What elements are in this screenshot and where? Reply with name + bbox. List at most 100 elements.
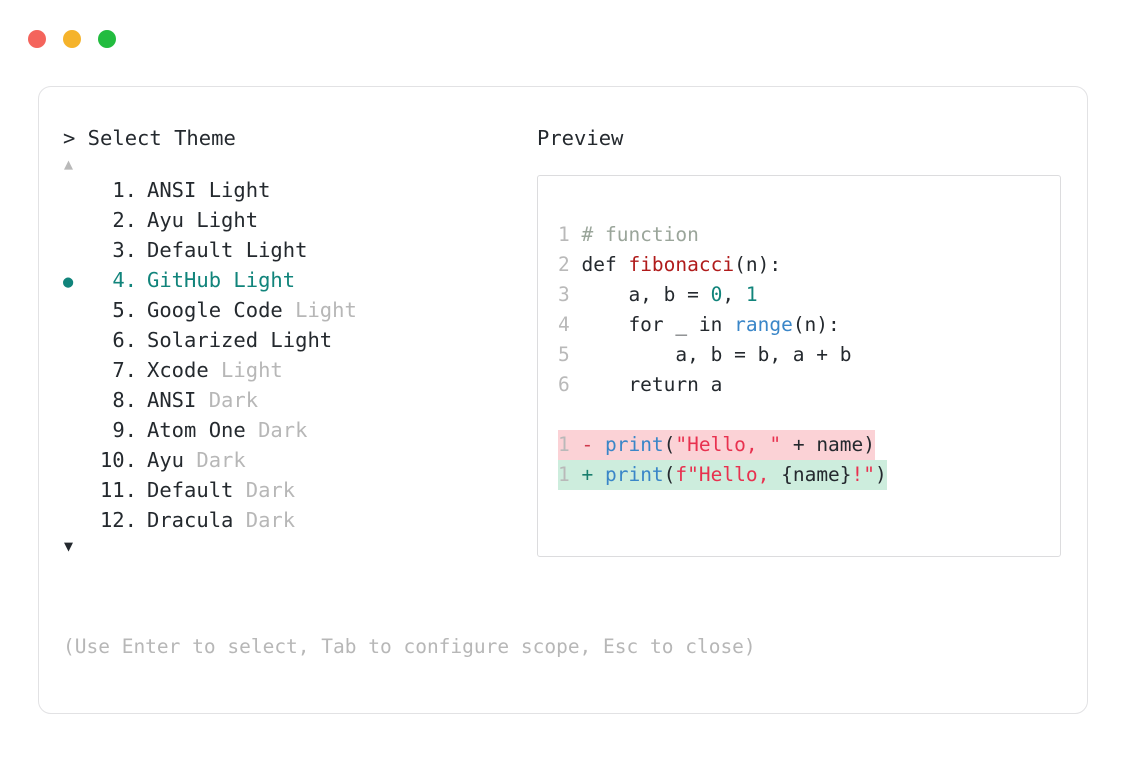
theme-item-variant: Light xyxy=(233,238,308,262)
code-line: 4 for _ in range(n): xyxy=(558,310,1060,340)
code-token: 1 xyxy=(745,283,758,306)
diff-plus-sign: + xyxy=(581,463,605,486)
theme-list-item[interactable]: 3. Default Light xyxy=(63,235,533,265)
code-token: print xyxy=(604,463,664,486)
scroll-up-icon[interactable]: ▲ xyxy=(64,155,74,173)
theme-picker-card: > Select Theme ▲ 1. ANSI Light 2. Ayu Light… xyxy=(38,86,1088,714)
theme-list-item[interactable]: 7. Xcode Light xyxy=(63,355,533,385)
line-number: 6 xyxy=(558,373,582,396)
code-token: , xyxy=(722,283,746,306)
theme-item-index: 3. xyxy=(112,238,137,262)
theme-item-index: 8. xyxy=(112,388,137,412)
code-line: 5 a, b = b, a + b xyxy=(558,340,1060,370)
code-token: 0 xyxy=(710,283,723,306)
theme-item-name: Default xyxy=(147,238,234,262)
line-number: 2 xyxy=(558,253,582,276)
code-token: + name) xyxy=(781,433,876,456)
code-token: print xyxy=(604,433,664,456)
code-line: 2 def fibonacci(n): xyxy=(558,250,1060,280)
theme-list-item[interactable]: 5. Google Code Light xyxy=(63,295,533,325)
select-theme-prompt: > Select Theme xyxy=(63,126,236,150)
theme-item-name: Dracula xyxy=(147,508,234,532)
diff-line-added: 1 + print(f"Hello, {name}!") xyxy=(558,460,887,490)
theme-item-variant: Dark xyxy=(245,418,308,442)
code-token: (n): xyxy=(792,313,840,336)
diff-line-removed: 1 - print("Hello, " + name) xyxy=(558,430,876,460)
code-token: {name} xyxy=(781,463,852,486)
theme-item-name: Solarized xyxy=(147,328,259,352)
code-token: for _ in xyxy=(581,313,735,336)
code-line: 6 return a xyxy=(558,370,1060,400)
theme-list-item[interactable]: 11. Default Dark xyxy=(63,475,533,505)
maximize-icon[interactable] xyxy=(98,30,116,48)
theme-item-name: Google Code xyxy=(147,298,283,322)
theme-item-variant: Light xyxy=(196,178,271,202)
line-number: 5 xyxy=(558,343,582,366)
theme-item-variant: Dark xyxy=(233,508,296,532)
theme-item-variant: Light xyxy=(258,328,333,352)
theme-item-variant: Light xyxy=(208,358,283,382)
theme-list-item[interactable]: 8. ANSI Dark xyxy=(63,385,533,415)
preview-title: Preview xyxy=(537,126,624,150)
line-number: 1 xyxy=(558,223,582,246)
theme-item-variant: Light xyxy=(184,208,259,232)
theme-item-variant: Light xyxy=(282,298,357,322)
theme-item-index: 1. xyxy=(112,178,137,202)
diff-minus-sign: - xyxy=(581,433,605,456)
code-token: (n): xyxy=(734,253,782,276)
code-line: 1 # function xyxy=(558,220,1060,250)
theme-item-name: ANSI xyxy=(147,178,197,202)
theme-item-name: Ayu xyxy=(147,208,185,232)
theme-list-item[interactable]: 6. Solarized Light xyxy=(63,325,533,355)
theme-item-variant: Dark xyxy=(184,448,246,472)
keyboard-hint: (Use Enter to select, Tab to configure s… xyxy=(63,635,756,658)
diff-block: 1 - print("Hello, " + name)1 + print(f"H… xyxy=(538,430,1060,490)
theme-list-item[interactable]: 2. Ayu Light xyxy=(63,205,533,235)
code-token: def xyxy=(581,253,629,276)
code-token: range xyxy=(734,313,793,336)
theme-item-index: 2. xyxy=(112,208,137,232)
theme-item-name: Ayu xyxy=(147,448,185,472)
theme-item-name: GitHub xyxy=(147,268,222,292)
code-token: "Hello, " xyxy=(675,433,782,456)
theme-item-index: 5. xyxy=(112,298,137,322)
code-token: !" xyxy=(851,463,876,486)
theme-select-column: > Select Theme ▲ 1. ANSI Light 2. Ayu Light… xyxy=(63,123,533,557)
theme-item-index: 6. xyxy=(112,328,137,352)
theme-item-index: 7. xyxy=(112,358,137,382)
theme-list-item[interactable]: 12.Dracula Dark xyxy=(63,505,533,535)
code-token: a, b = xyxy=(581,283,711,306)
theme-list-item[interactable]: 9. Atom One Dark xyxy=(63,415,533,445)
theme-item-variant: Dark xyxy=(196,388,259,412)
line-number: 4 xyxy=(558,313,582,336)
theme-item-name: Atom One xyxy=(147,418,246,442)
theme-item-name: Xcode xyxy=(147,358,209,382)
theme-item-name: Default xyxy=(147,478,234,502)
code-token: return a xyxy=(581,373,723,396)
code-token: # function xyxy=(581,223,699,246)
theme-item-index: 11. xyxy=(99,478,137,502)
code-diff-spacer xyxy=(538,400,1060,430)
scroll-down-icon[interactable]: ▼ xyxy=(64,537,74,555)
theme-list-item[interactable]: 1. ANSI Light xyxy=(63,175,533,205)
window-traffic-lights xyxy=(28,30,116,48)
minimize-icon[interactable] xyxy=(63,30,81,48)
theme-item-name: ANSI xyxy=(147,388,197,412)
theme-item-index: 9. xyxy=(112,418,137,442)
code-token: a, b = b, a + b xyxy=(581,343,852,366)
code-token: ( xyxy=(663,433,676,456)
code-token: f"Hello, xyxy=(675,463,782,486)
theme-list-item[interactable]: 10.Ayu Dark xyxy=(63,445,533,475)
theme-list-item[interactable]: ●4.GitHub Light xyxy=(63,265,533,295)
theme-item-variant: Dark xyxy=(233,478,296,502)
theme-item-variant: Light xyxy=(221,268,296,292)
code-token: fibonacci xyxy=(628,253,735,276)
line-number: 1 xyxy=(558,433,582,456)
close-icon[interactable] xyxy=(28,30,46,48)
theme-item-index: 4. xyxy=(112,268,137,292)
